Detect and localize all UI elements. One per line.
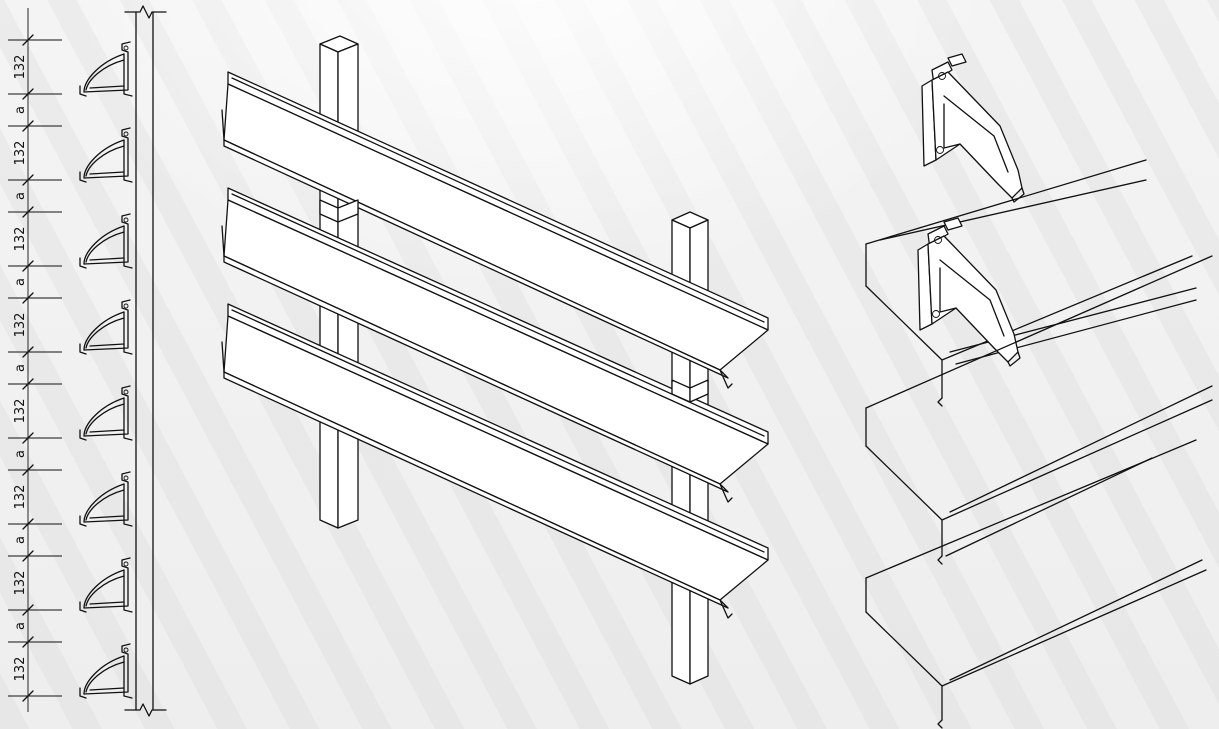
dimension-label-gap: a [13, 536, 28, 544]
louvre-blade-3 [221, 303, 769, 619]
dimension-label-height: 132 [13, 485, 28, 510]
dimension-label-height: 132 [13, 399, 28, 424]
bracket-profile [79, 471, 133, 527]
bracket-profile [79, 41, 133, 97]
dimension-tick [22, 174, 34, 186]
dimension-label-height: 132 [13, 571, 28, 596]
dimension-tick [22, 550, 34, 562]
dimension-label-gap: a [13, 106, 28, 114]
louvre-blade-1 [221, 71, 769, 389]
dimension-label-gap: a [13, 622, 28, 630]
dimension-label-height: 132 [13, 227, 28, 252]
bracket-profile [79, 213, 133, 269]
dimension-tick [22, 636, 34, 648]
dimension-tick [22, 518, 34, 530]
bracket-mounted [917, 217, 1021, 367]
dimension-tick [22, 346, 34, 358]
dimension-tick [22, 34, 34, 46]
dimension-label-height: 132 [13, 141, 28, 166]
detail-blade-middle [865, 255, 1213, 565]
bracket-profile [79, 385, 133, 441]
wall-section [124, 5, 167, 717]
bracket-profile [79, 557, 133, 613]
bracket-detached [921, 53, 1025, 203]
bracket-detail [865, 53, 1213, 729]
dimension-tick [22, 690, 34, 702]
dimension-chain [8, 8, 62, 712]
dimension-label-height: 132 [13, 55, 28, 80]
isometric-assembly [221, 35, 769, 685]
dimension-tick [22, 206, 34, 218]
louvre-blade-2 [221, 187, 769, 503]
dimension-label-height: 132 [13, 313, 28, 338]
bracket-profile [79, 299, 133, 355]
dimension-tick [22, 88, 34, 100]
dimension-label-gap: a [13, 364, 28, 372]
dimension-tick [22, 120, 34, 132]
bracket-section-profiles [79, 41, 133, 699]
dimension-tick [22, 432, 34, 444]
bracket-profile [79, 127, 133, 183]
dimension-labels: 132 a 132 a 132 a 132 a 132 a 132 a 132 a 132 [13, 55, 28, 682]
dimension-tick [22, 292, 34, 304]
dimension-tick [22, 260, 34, 272]
dimension-label-height: 132 [13, 657, 28, 682]
dimension-label-gap: a [13, 278, 28, 286]
detail-blade-lower [865, 439, 1207, 729]
dimension-tick [22, 604, 34, 616]
dimension-label-gap: a [13, 450, 28, 458]
detail-blade-upper [865, 159, 1197, 407]
dimension-label-gap: a [13, 192, 28, 200]
bracket-profile [79, 643, 133, 699]
dimension-tick [22, 378, 34, 390]
dimension-tick [22, 464, 34, 476]
post-front-overlap [319, 199, 709, 403]
